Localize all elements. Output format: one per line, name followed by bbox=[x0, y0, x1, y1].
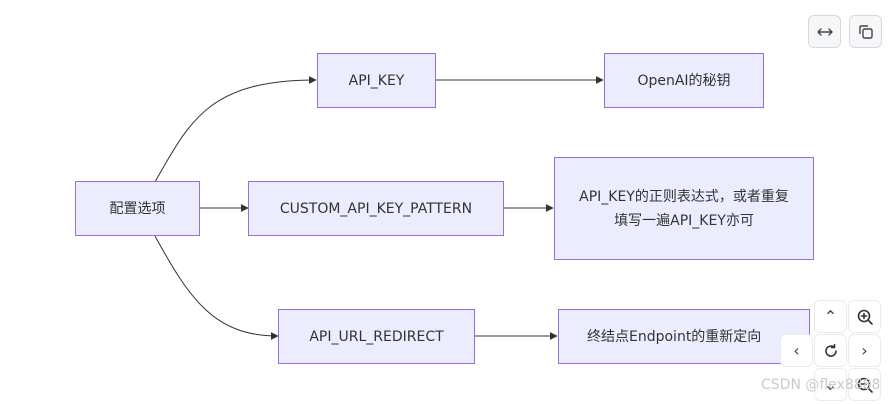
copy-icon bbox=[858, 24, 873, 39]
copy-button[interactable] bbox=[849, 15, 882, 48]
pan-right-button[interactable]: › bbox=[848, 334, 881, 367]
node-openai-key: OpenAI的秘钥 bbox=[604, 53, 764, 108]
node-config-options: 配置选项 bbox=[75, 181, 200, 236]
node-openai-key-label: OpenAI的秘钥 bbox=[637, 72, 731, 89]
node-api-url-redirect-label: API_URL_REDIRECT bbox=[309, 328, 444, 345]
node-endpoint-redirect-label: 终结点Endpoint的重新定向 bbox=[587, 328, 762, 345]
reset-button[interactable] bbox=[814, 334, 847, 367]
pan-left-button[interactable]: ‹ bbox=[780, 334, 813, 367]
node-api-key: API_KEY bbox=[317, 53, 436, 108]
zoom-out-button[interactable] bbox=[848, 368, 881, 401]
node-custom-api-key-pattern-label: CUSTOM_API_KEY_PATTERN bbox=[279, 200, 473, 217]
edge-config-to-url-redirect bbox=[154, 235, 279, 340]
chevron-down-icon: ⌄ bbox=[823, 375, 838, 394]
edge-config-to-api-key bbox=[154, 76, 317, 183]
chevron-left-icon: ‹ bbox=[793, 341, 800, 360]
node-endpoint-redirect: 终结点Endpoint的重新定向 bbox=[558, 309, 810, 364]
node-custom-api-key-pattern: CUSTOM_API_KEY_PATTERN bbox=[248, 181, 504, 236]
pan-up-button[interactable]: ⌃ bbox=[814, 300, 847, 333]
chevron-right-icon: › bbox=[861, 341, 868, 360]
node-config-options-label: 配置选项 bbox=[109, 200, 166, 217]
node-api-url-redirect: API_URL_REDIRECT bbox=[278, 309, 475, 364]
pan-down-button[interactable]: ⌄ bbox=[814, 368, 847, 401]
zoom-out-icon bbox=[857, 377, 873, 393]
reset-icon bbox=[824, 343, 837, 357]
zoom-in-icon bbox=[857, 309, 873, 325]
node-pattern-description: API_KEY的正则表达式，或者重复填写一遍API_KEY亦可 bbox=[554, 157, 814, 260]
chevron-up-icon: ⌃ bbox=[823, 307, 838, 326]
arrows-horizontal-icon bbox=[816, 27, 833, 36]
expand-button[interactable] bbox=[808, 15, 841, 48]
watermark: CSDN @flex8888 bbox=[761, 377, 881, 393]
node-pattern-description-label: API_KEY的正则表达式，或者重复填写一遍API_KEY亦可 bbox=[579, 188, 789, 229]
zoom-in-button[interactable] bbox=[848, 300, 881, 333]
node-api-key-label: API_KEY bbox=[348, 72, 405, 89]
